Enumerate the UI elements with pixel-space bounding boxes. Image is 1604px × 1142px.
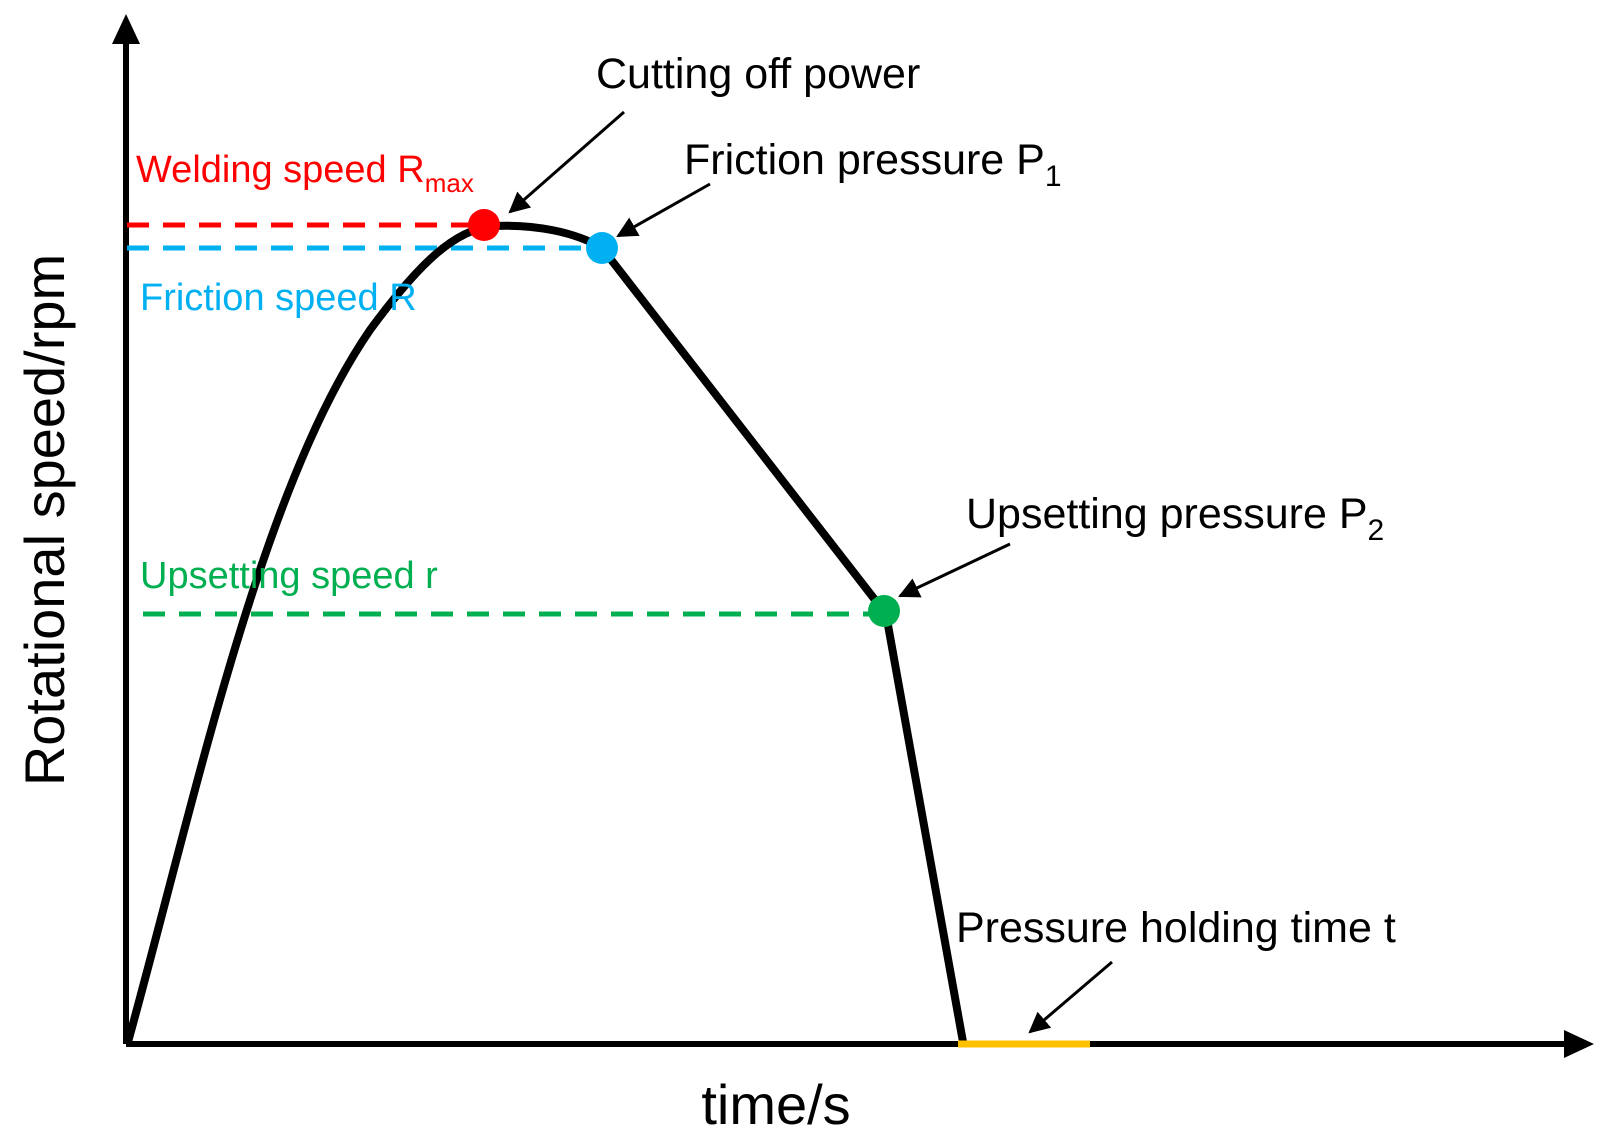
pressure-holding-arrow xyxy=(1028,960,1113,1034)
friction-pressure-label: Friction pressure P1 xyxy=(684,136,1062,193)
speed-curve xyxy=(124,221,967,1044)
welding-speed-point xyxy=(468,209,500,241)
x-axis-arrowhead xyxy=(1564,1030,1594,1058)
upsetting-pressure-arrow xyxy=(898,542,1011,598)
upsetting-pressure-label: Upsetting pressure P2 xyxy=(966,490,1384,547)
cutting-off-power-label: Cutting off power xyxy=(596,50,920,98)
friction-speed-label: Friction speed R xyxy=(140,277,417,319)
upsetting-speed-point xyxy=(868,595,900,627)
x-axis-label: time/s xyxy=(701,1073,850,1136)
upsetting-speed-label: Upsetting speed r xyxy=(140,555,438,597)
cutting-off-power-arrow xyxy=(508,110,625,214)
y-axis-arrowhead xyxy=(112,14,140,44)
welding-speed-label: Welding speed Rmax xyxy=(136,149,474,198)
pressure-holding-time-label: Pressure holding time t xyxy=(956,904,1396,952)
friction-speed-point xyxy=(586,232,618,264)
friction-pressure-arrow xyxy=(616,182,711,238)
y-axis-label: Rotational speed/rpm xyxy=(13,254,76,786)
